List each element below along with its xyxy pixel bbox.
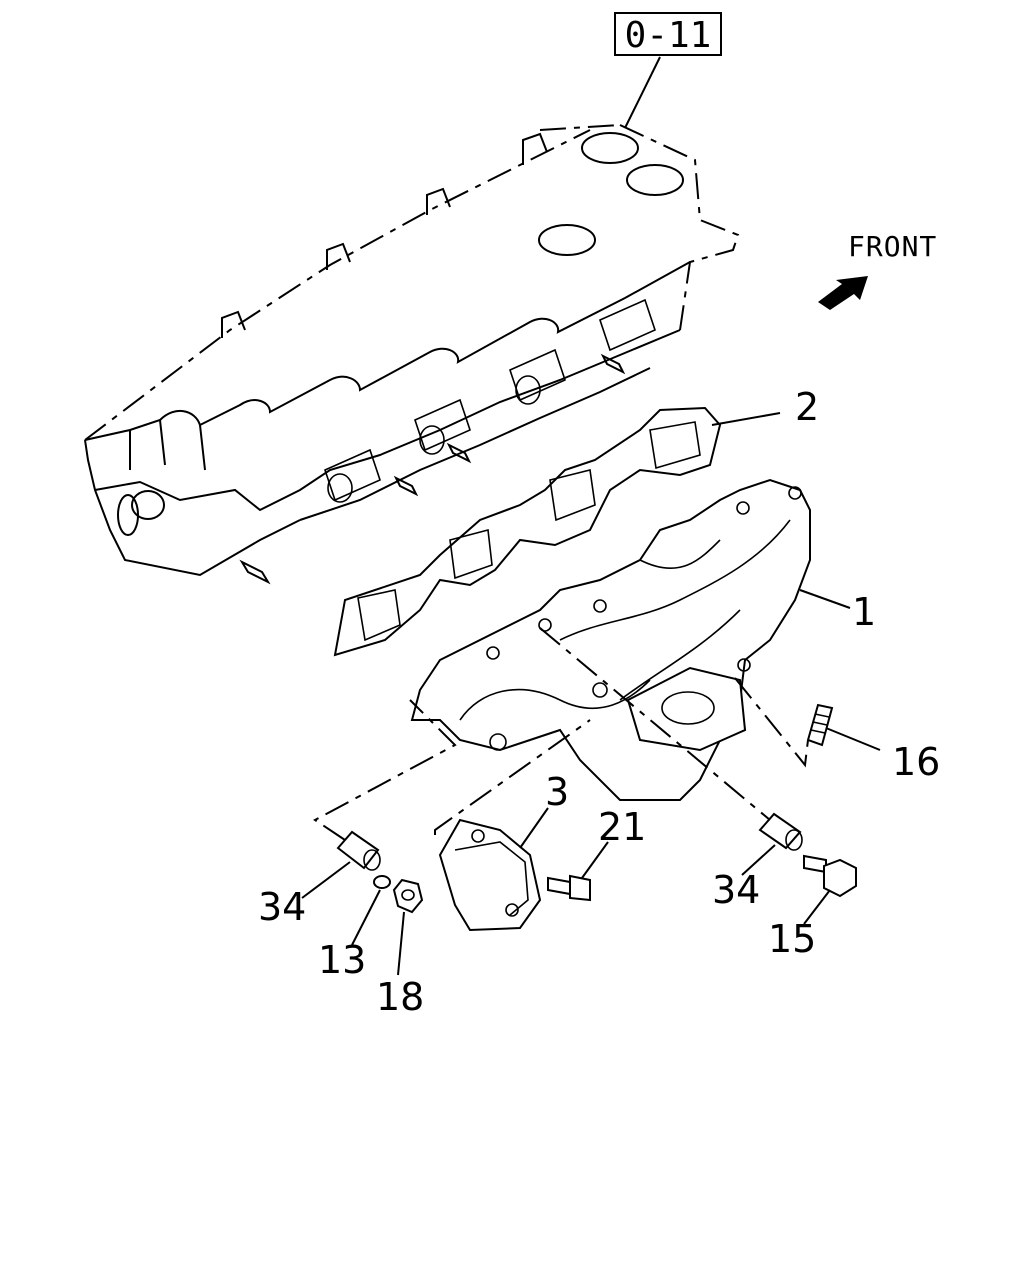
sleeve-34-right [758,812,803,851]
callout-15: 15 [768,917,816,961]
callout-2: 2 [795,385,819,429]
leader-16 [825,727,881,751]
reference-box-label: 0-11 [625,15,712,56]
cylinder-head [84,124,740,577]
leader-21 [581,841,609,879]
bolt-21 [547,874,591,902]
nut-18 [392,878,424,914]
callout-16: 16 [892,740,940,784]
callout-21: 21 [598,805,646,849]
leader-15 [803,889,831,925]
guide-34-right [539,627,771,821]
reference-leader [624,56,661,129]
callout-13: 13 [318,938,366,982]
front-arrow-icon [818,276,868,310]
callout-3: 3 [545,770,569,814]
guide-34-left [313,699,457,841]
head-studs [239,353,626,585]
callout-34-right: 34 [712,868,760,912]
callout-1: 1 [852,590,876,634]
bolt-15 [803,854,857,898]
leader-34-right [741,844,776,876]
guide-3 [434,719,591,835]
exhaust-manifold [410,478,811,801]
leader-18 [397,911,405,976]
leader-34-left [301,861,351,899]
leader-3 [519,807,549,849]
stud-16 [806,703,834,747]
guide-16 [734,677,809,768]
sleeve-34-left [336,830,381,871]
front-label: FRONT [848,230,937,263]
leader-2 [711,412,781,426]
manifold-gasket [333,406,722,657]
leader-13 [351,889,381,946]
callout-34-left: 34 [258,885,306,929]
bracket-3 [438,818,542,932]
washer-13 [373,875,391,889]
callout-18: 18 [376,975,424,1019]
leader-1 [799,589,851,609]
reference-box[interactable]: 0-11 [614,12,722,56]
